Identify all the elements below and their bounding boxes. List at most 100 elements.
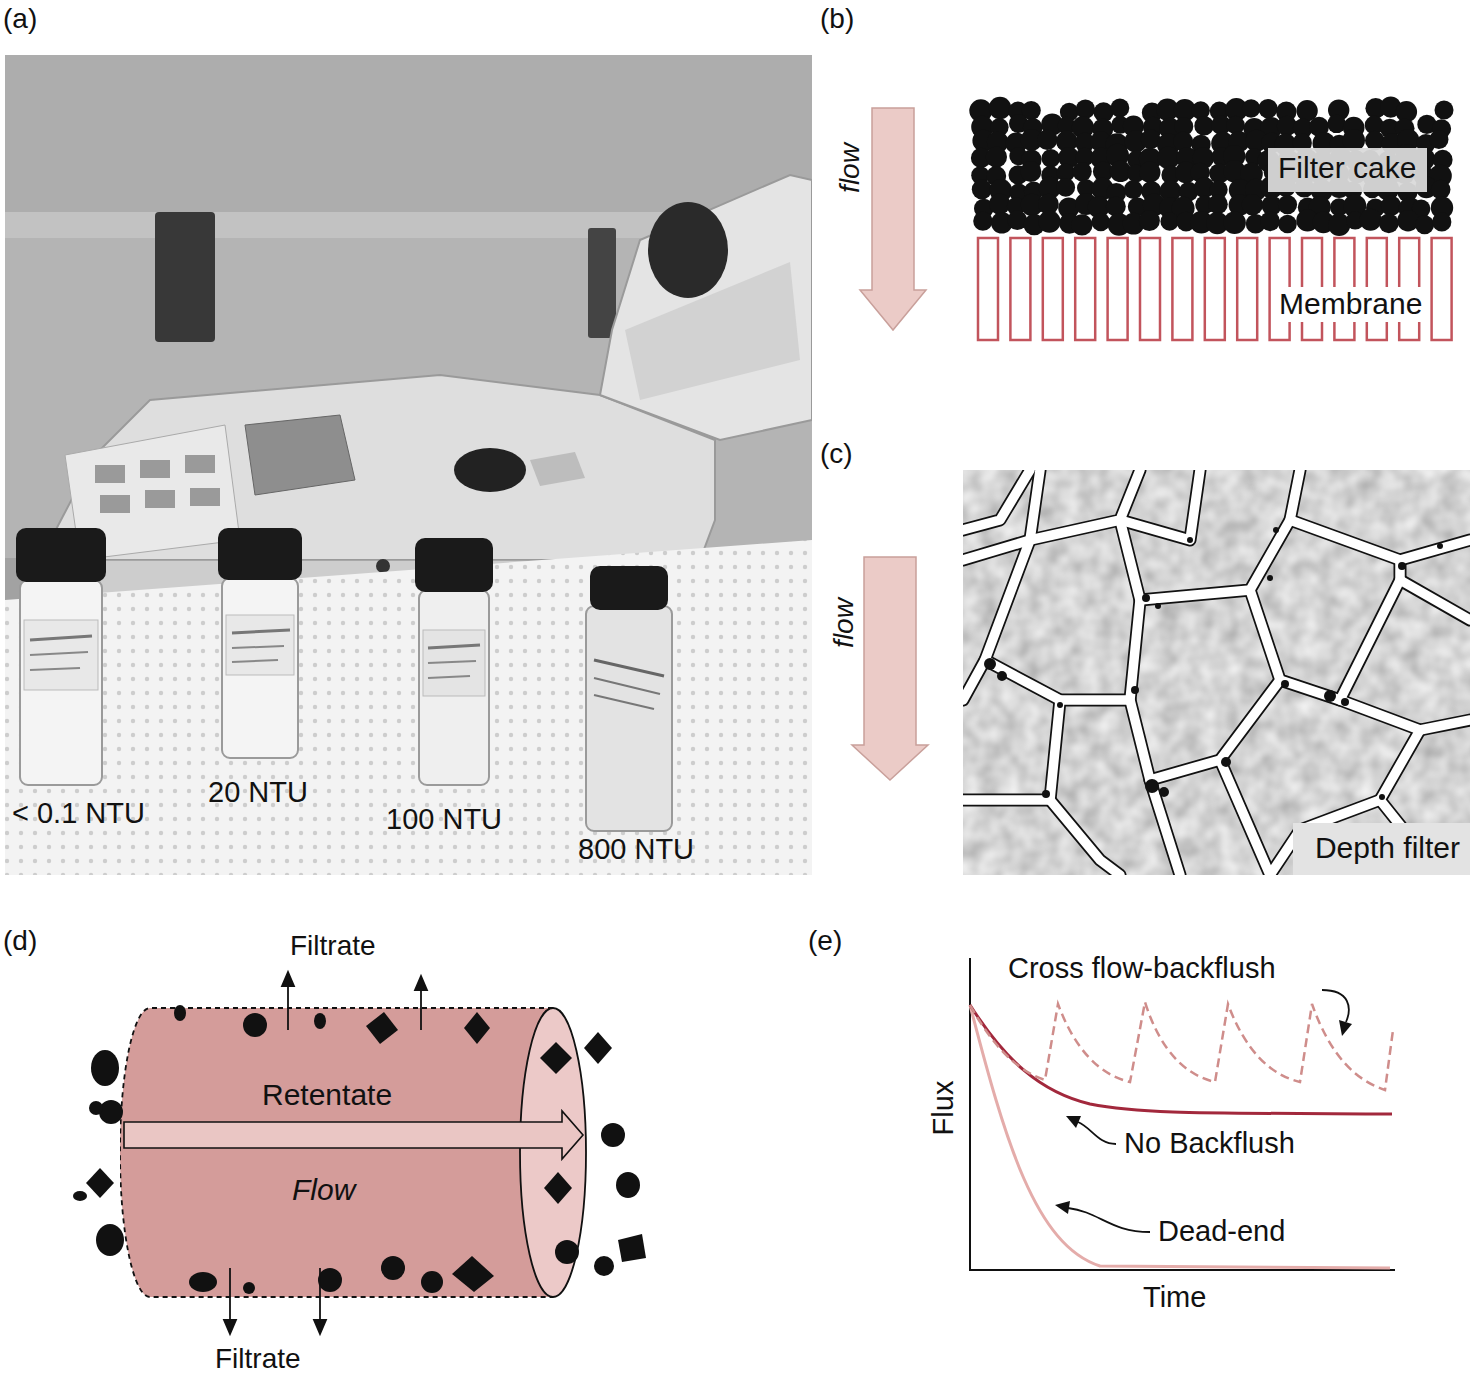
- channel: [1150, 680, 1280, 780]
- filtrate-label: Filtrate: [215, 1343, 301, 1375]
- cake-particle: [1106, 196, 1126, 216]
- cake-particle: [989, 194, 1010, 215]
- panel-letter: (e): [808, 925, 842, 957]
- leader-line: [1322, 990, 1349, 1022]
- trapped-particle: [1145, 779, 1159, 793]
- cake-particle: [1435, 101, 1454, 120]
- depth-filter-text: Depth filter: [1293, 823, 1470, 876]
- flux-plot: [969, 958, 1395, 1271]
- membrane-pore: [1108, 238, 1128, 340]
- cake-particle: [1020, 161, 1041, 182]
- trapped-particle: [1437, 543, 1443, 549]
- trapped-particle: [1273, 527, 1279, 533]
- channel: [963, 470, 1030, 530]
- cake-particle: [1278, 195, 1297, 214]
- axis-label: Flux: [927, 1081, 960, 1136]
- channel: [963, 700, 1060, 800]
- retentate-text: Retentate: [262, 1078, 392, 1113]
- trapped-particle: [1042, 790, 1050, 798]
- flow-arrow: [852, 557, 928, 780]
- standard-label: 800 NTU: [578, 833, 694, 866]
- arrowhead: [1055, 1201, 1070, 1214]
- cake-particle: [1124, 180, 1143, 199]
- cake-particle: [1160, 212, 1178, 230]
- cake-particle: [1208, 194, 1228, 214]
- channel: [1250, 580, 1470, 700]
- panel-letter: (b): [820, 3, 854, 35]
- trapped-particle: [1398, 562, 1406, 570]
- curve-label: Cross flow-backflush: [1008, 952, 1276, 985]
- x-axis: [969, 1269, 1395, 1271]
- membrane-pore: [1432, 238, 1452, 340]
- cylinder-dashed-outline: [120, 1008, 553, 1297]
- membrane-pore: [1237, 238, 1257, 340]
- crossflow-cylinder: RetentateFlow: [120, 1005, 595, 1300]
- filtrate-arrows: [224, 972, 427, 1334]
- cake-particle: [1415, 215, 1434, 234]
- panel-letter: (d): [3, 925, 37, 957]
- flow-text: Flow: [292, 1173, 355, 1208]
- cake-particle: [1056, 178, 1075, 197]
- membrane-pore: [1172, 238, 1192, 340]
- trapped-particle: [1324, 690, 1336, 702]
- channel: [1120, 470, 1200, 540]
- cake-particle: [1278, 215, 1297, 234]
- channel-edge: [963, 470, 1030, 530]
- trapped-particle: [997, 671, 1007, 681]
- channel-edge: [1050, 800, 1120, 875]
- cake-particle: [1242, 194, 1263, 215]
- cake-particle: [1111, 99, 1130, 118]
- cake-particle: [986, 146, 1007, 167]
- panel-letter: (c): [820, 438, 853, 470]
- no-backflush-curve: [970, 1005, 1392, 1114]
- trapped-particle: [1187, 537, 1193, 543]
- filtrate-label: Filtrate: [290, 930, 376, 962]
- channel-edge: [985, 660, 1130, 700]
- cylinder-shape: [120, 1005, 595, 1300]
- channel: [1050, 800, 1120, 875]
- trapped-particle: [1267, 575, 1273, 581]
- standard-label: 100 NTU: [386, 803, 502, 836]
- cake-particle: [1223, 212, 1246, 235]
- cake-particle: [1071, 214, 1092, 235]
- trapped-particle: [1057, 702, 1063, 708]
- membrane-text: Membrane: [1275, 287, 1426, 322]
- channel-edge: [1290, 520, 1470, 560]
- cake-particle: [1092, 213, 1111, 232]
- cake-particle: [1258, 99, 1277, 118]
- standard-label: 20 NTU: [208, 776, 308, 809]
- cake-particle: [973, 211, 992, 230]
- depth-filter-region: Depth filter: [963, 470, 1470, 875]
- cake-particle: [1397, 210, 1419, 232]
- channel: [1290, 520, 1470, 560]
- membrane-pore: [1075, 238, 1095, 340]
- trapped-particle: [984, 658, 996, 670]
- flow-arrow: [860, 108, 926, 330]
- leader-line: [1078, 1122, 1116, 1144]
- trapped-particle: [1155, 603, 1161, 609]
- curve-label: No Backflush: [1124, 1127, 1295, 1160]
- cake-particle: [1072, 162, 1091, 181]
- cake-particle: [1042, 149, 1061, 168]
- standard-label: < 0.1 NTU: [12, 797, 145, 830]
- channel-edge: [963, 470, 1140, 560]
- arrowhead: [1066, 1116, 1081, 1128]
- channel-edge: [1220, 760, 1270, 875]
- channel: [963, 470, 1140, 560]
- trapped-particle: [1379, 794, 1385, 800]
- arrowhead: [1339, 1020, 1352, 1036]
- media-texture: [963, 470, 1470, 875]
- flow-label: flow: [828, 598, 860, 648]
- channel: [1340, 700, 1470, 730]
- membrane-pore: [1010, 238, 1030, 340]
- channel-edge: [1394, 560, 1407, 580]
- cake-particle: [1432, 212, 1451, 231]
- trapped-particle: [1341, 698, 1349, 706]
- cake-particle: [1139, 210, 1160, 231]
- channel-edge: [1250, 580, 1470, 700]
- cake-particle: [972, 179, 992, 199]
- axis-label: Time: [1143, 1281, 1206, 1314]
- cylinder-body: [120, 1008, 586, 1297]
